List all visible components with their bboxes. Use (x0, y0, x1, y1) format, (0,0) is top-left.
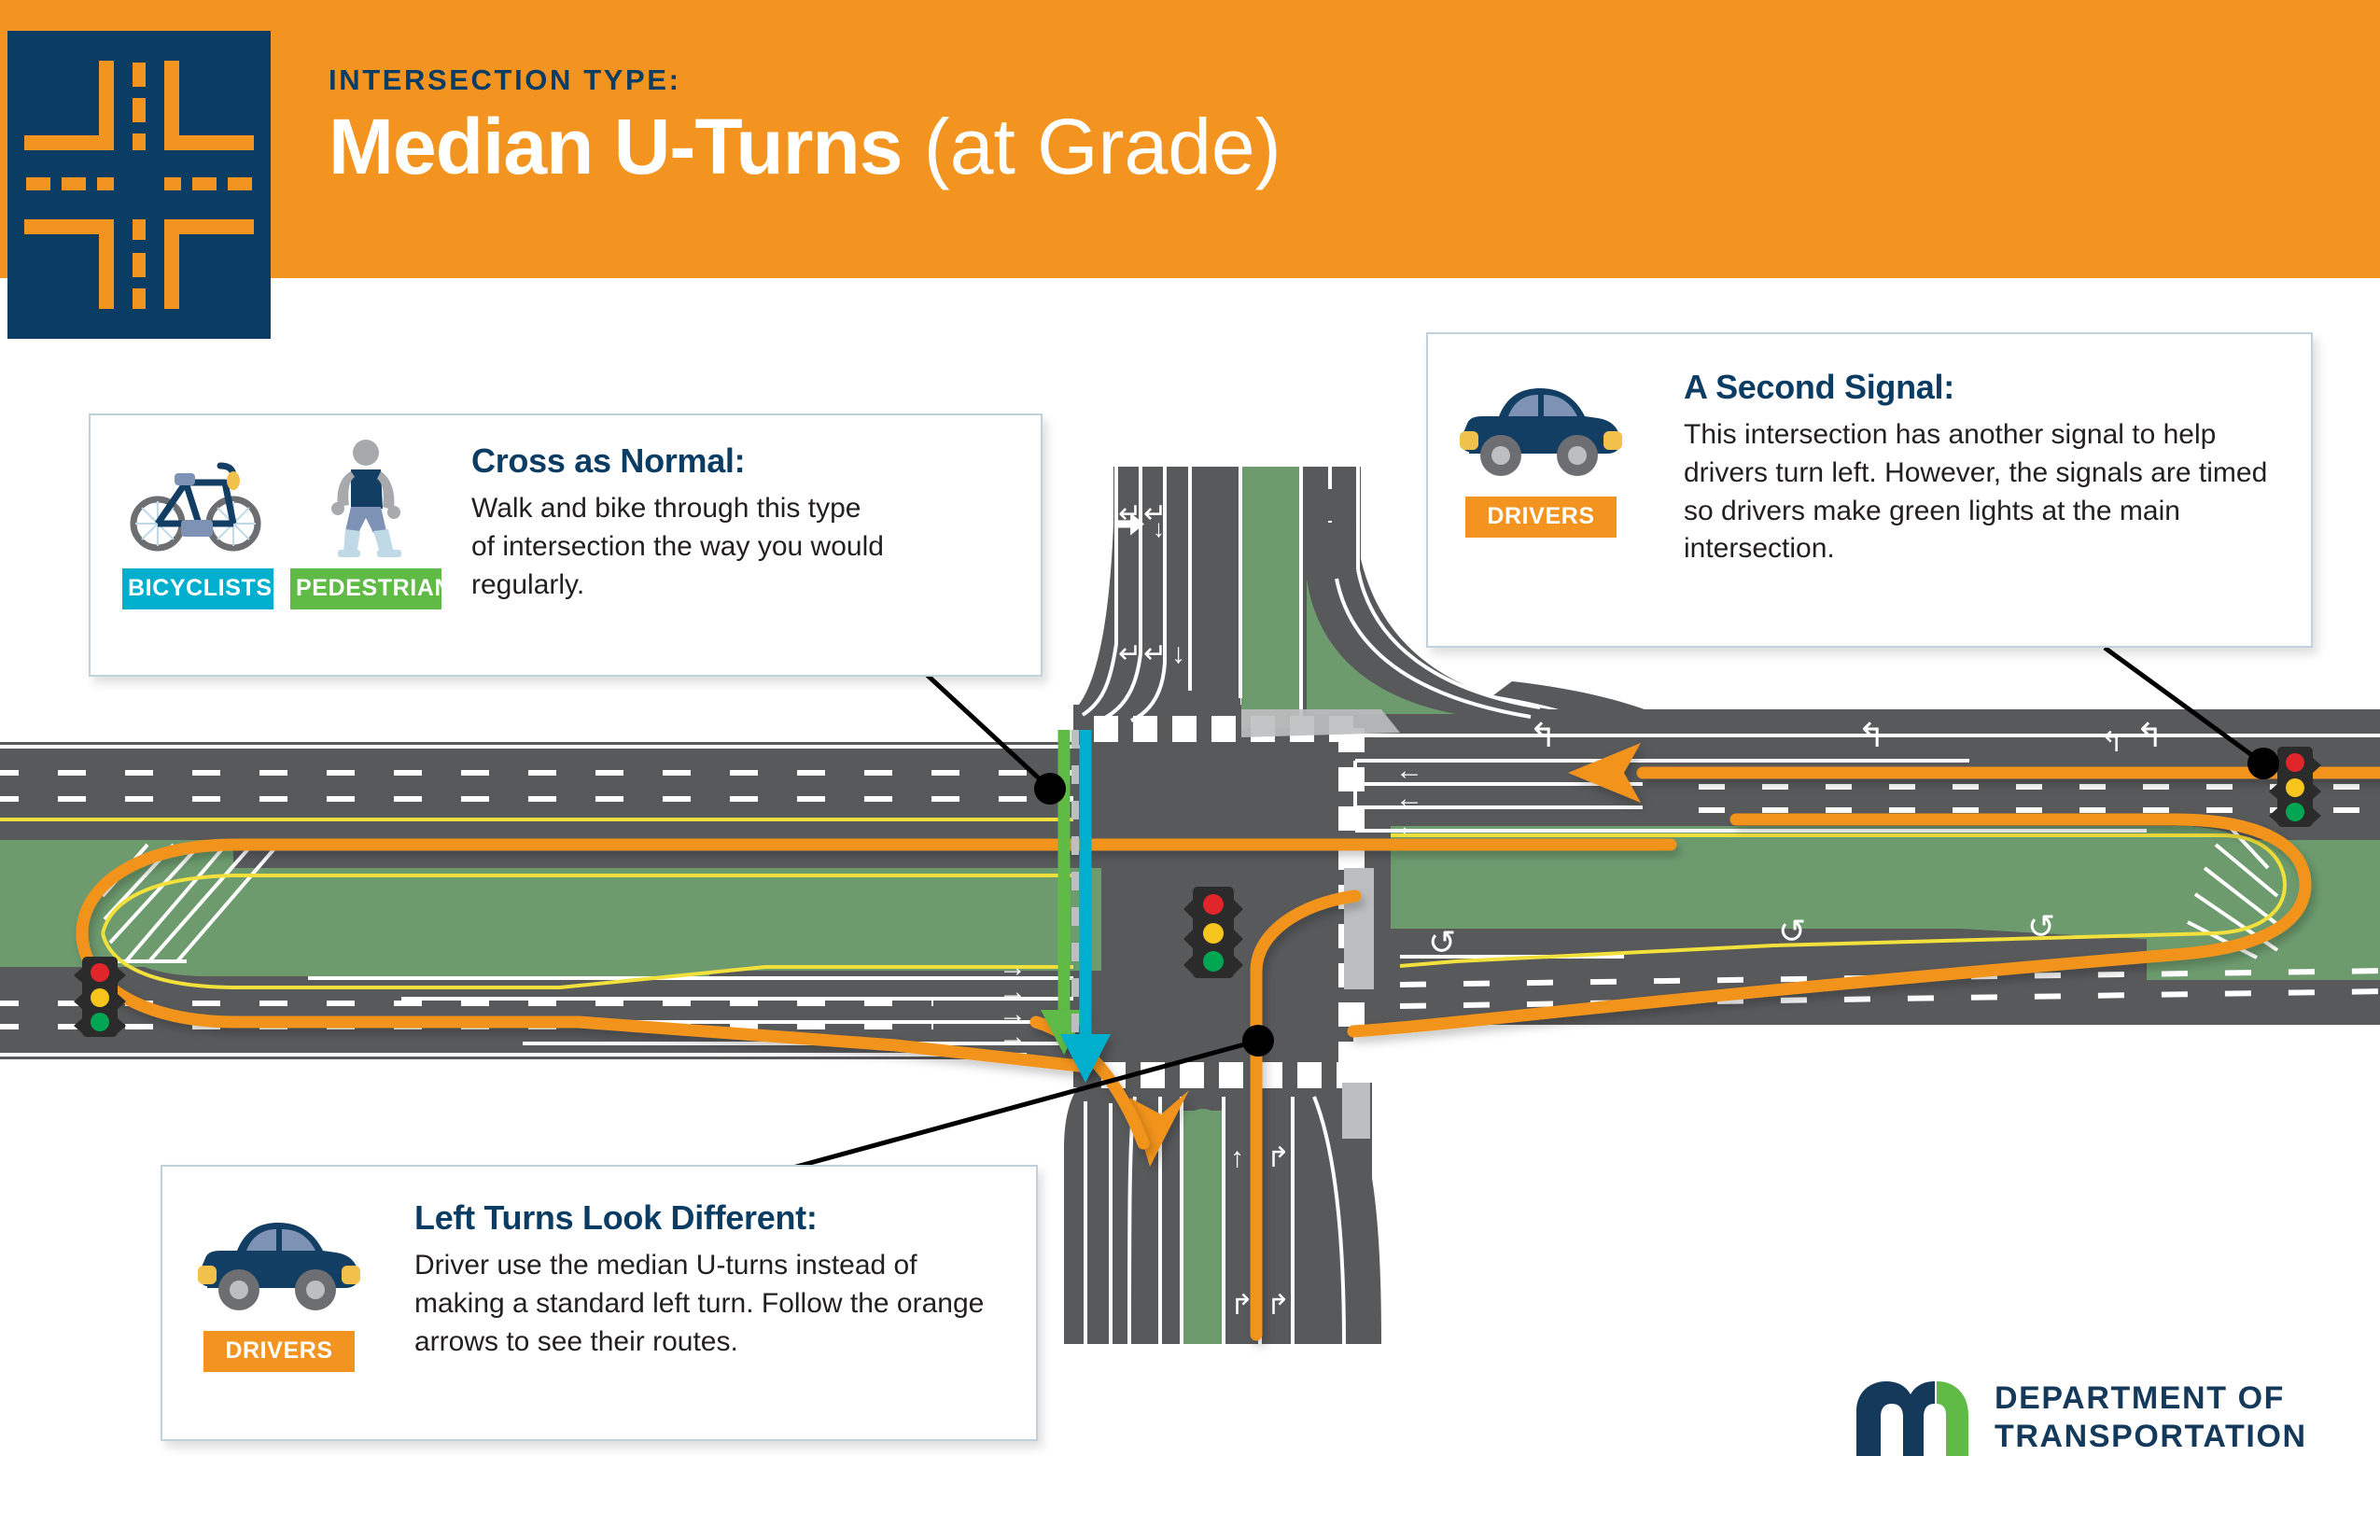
east-lane-markings (1353, 734, 2380, 1029)
callout-body: This intersection has another signal to … (1684, 419, 2268, 565)
crosswalk-east (1338, 728, 1365, 1066)
tag-drivers: DRIVERS (203, 1331, 355, 1372)
west-lane-markings (0, 745, 1083, 1057)
svg-text:↱: ↱ (1267, 1290, 1290, 1321)
crosswalk-north (1094, 716, 1353, 742)
callout-body: Driver use the median U-turns instead of… (414, 1250, 985, 1357)
callout-heading: Left Turns Look Different: (414, 1198, 818, 1237)
west-median-grass (233, 868, 1101, 971)
svg-text:↺: ↺ (2027, 907, 2055, 945)
tag-pedestrians: PEDESTRIANS (290, 568, 468, 609)
mndot-wordmark: DEPARTMENT OF TRANSPORTATION (1995, 1379, 2307, 1457)
signal-yellow-light (1203, 923, 1224, 944)
callout-text: Cross as Normal: Walk and bike through t… (451, 415, 917, 626)
svg-text:→: → (999, 952, 1027, 983)
tag-drivers: DRIVERS (1465, 497, 1617, 538)
bicycle-icon (130, 462, 261, 552)
traffic-signal-west-uturn (74, 957, 126, 1037)
u-turn-lane-glyphs: ↰ ↰ ↰ ↺ ↺ ↺ ← ← ← → → → → ↰ (999, 716, 2163, 1052)
bicycle-art (128, 440, 268, 557)
driver-route-south-turn (1029, 1015, 1150, 1150)
svg-text:↺: ↺ (1778, 912, 1806, 950)
car-icon (198, 1223, 360, 1310)
svg-text:↑: ↑ (1230, 1142, 1244, 1173)
callout-heading: A Second Signal: (1684, 368, 1954, 406)
pedestrian-route-green (1041, 730, 1087, 1055)
car-art (196, 1202, 362, 1320)
driver-route-arrowheads (1129, 743, 1641, 1167)
header-banner (0, 0, 2380, 278)
page-title-bold: Median U-Turns (329, 103, 903, 190)
east-u-turn-loop (1699, 793, 2380, 980)
traffic-signal-main (1183, 887, 1243, 978)
signal-red-light (1203, 894, 1224, 915)
callout-left-turns-look-different: DRIVERS Left Turns Look Different: Drive… (161, 1165, 1038, 1441)
callout-figures: BICYCLISTS PEDESTRIANS (91, 415, 468, 609)
west-center-lines (0, 818, 1073, 989)
traffic-signal-east-uturn (2269, 747, 2321, 827)
svg-text:→: → (999, 976, 1027, 1007)
logo-line-1: DEPARTMENT OF (1995, 1379, 2286, 1416)
svg-text:↵: ↵ (1143, 498, 1167, 529)
figure-bicyclists: BICYCLISTS (122, 440, 273, 609)
svg-text:↵: ↵ (1143, 638, 1167, 669)
callout-heading: Cross as Normal: (471, 441, 746, 480)
pedestrian-art (317, 440, 414, 557)
car-icon (1460, 388, 1622, 476)
bicycle-route-blue (1060, 730, 1111, 1083)
pedestrian-icon (331, 440, 401, 557)
callout-cross-as-normal: BICYCLISTS PEDESTRIANS (89, 413, 1043, 677)
curb-ramps (1241, 709, 1400, 1139)
south-leg-markings (1084, 1096, 1346, 1345)
svg-text:↰: ↰ (1529, 716, 1557, 754)
svg-text:↰: ↰ (2100, 727, 2123, 758)
south-leg-lane-arrows: ↑ ↱ ↱ ↱ (1230, 1142, 1290, 1321)
callout-figures: DRIVERS (1428, 334, 1680, 538)
leader-lines (778, 645, 2279, 1174)
page-title-light: (at Grade) (923, 103, 1281, 190)
svg-text:↓: ↓ (1171, 638, 1185, 669)
svg-text:↰: ↰ (2135, 716, 2163, 754)
callout-body: Walk and bike through this type of inter… (471, 493, 884, 600)
svg-text:←: ← (1395, 783, 1423, 814)
svg-text:→: → (999, 999, 1027, 1029)
north-leg-lane-arrows: ↵ ↵ ↵ ↵ ↓ ↓ (1114, 498, 1185, 669)
intersection-icon (7, 31, 271, 339)
page-title: Median U-Turns (at Grade) (329, 107, 1281, 186)
svg-text:↱: ↱ (1267, 1142, 1290, 1173)
crosswalk-south (1101, 1062, 1361, 1088)
callout-a-second-signal: DRIVERS A Second Signal: This intersecti… (1426, 332, 2313, 648)
tag-bicyclists: BICYCLISTS (122, 568, 273, 609)
main-corridor-pavement (0, 705, 2380, 1087)
figure-drivers: DRIVERS (1460, 368, 1622, 538)
svg-text:↵: ↵ (1118, 498, 1141, 529)
east-center-lines (1391, 833, 2287, 968)
header-kicker: INTERSECTION TYPE: (329, 63, 681, 96)
svg-text:←: ← (1395, 755, 1423, 786)
svg-text:←: ← (1395, 811, 1423, 842)
east-median-grass (1391, 826, 2193, 929)
svg-text:↱: ↱ (1230, 1290, 1253, 1321)
callout-text: Left Turns Look Different: Driver use th… (405, 1167, 1021, 1383)
figure-drivers: DRIVERS (198, 1202, 360, 1372)
west-u-turn-loop (0, 840, 709, 1006)
intersection-icon-box (7, 31, 271, 339)
svg-text:↺: ↺ (1428, 923, 1456, 961)
logo-line-2: TRANSPORTATION (1995, 1419, 2307, 1454)
callout-figures: DRIVERS (162, 1167, 405, 1372)
mn-logo-mark (1856, 1381, 1968, 1456)
callout-text: A Second Signal: This intersection has a… (1680, 334, 2305, 591)
svg-text:↓: ↓ (1153, 514, 1165, 542)
signal-green-light (1203, 951, 1224, 972)
svg-text:↵: ↵ (1118, 638, 1141, 669)
svg-text:↰: ↰ (1857, 716, 1885, 754)
car-art (1458, 368, 1624, 485)
svg-text:→: → (999, 1021, 1027, 1052)
mndot-logo: DEPARTMENT OF TRANSPORTATION (1853, 1378, 2307, 1458)
south-leg-pavement (1064, 1083, 1381, 1344)
figure-pedestrians: PEDESTRIANS (290, 440, 468, 609)
